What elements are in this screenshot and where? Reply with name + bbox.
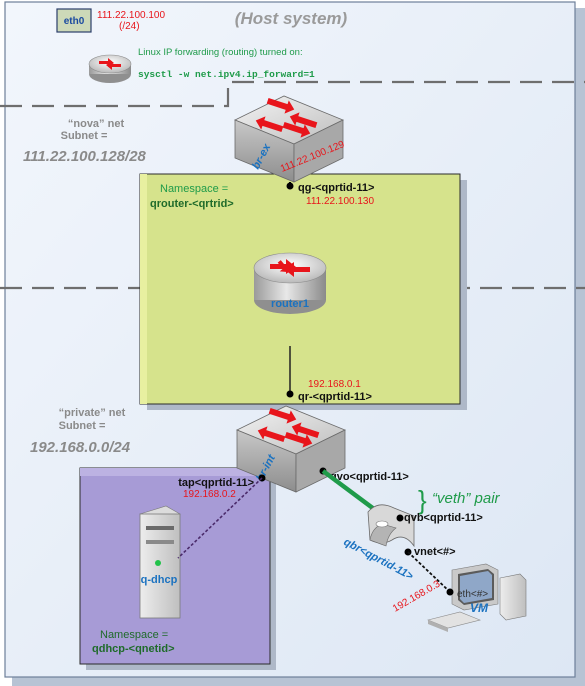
nova-net-name: “nova” net	[68, 118, 125, 130]
private-net-subnet: 192.168.0.0/24	[30, 439, 131, 456]
router1-icon	[253, 252, 327, 314]
forwarding-note: Linux IP forwarding (routing) turned on:	[138, 47, 303, 58]
tap-to-dhcp-link	[177, 477, 263, 559]
eth0-interface: eth0	[56, 8, 92, 33]
nova-net-dashed-line	[0, 80, 585, 108]
veth-pair-link	[321, 469, 380, 514]
qbr-bridge-icon	[367, 504, 415, 548]
qr-ip: 192.168.0.1	[308, 379, 361, 390]
vm-workstation-icon	[427, 563, 527, 632]
vm-label: VM	[470, 601, 489, 615]
qvo-label: qvo<qprtid-11>	[330, 471, 409, 483]
vm-eth-port-dot	[446, 588, 454, 596]
eth0-label: eth0	[64, 16, 85, 27]
qvb-port-dot	[396, 514, 404, 522]
q-dhcp-server-icon	[139, 505, 181, 619]
eth0-ip: 111.22.100.100	[97, 10, 165, 21]
qvb-label: qvb<qprtid-11>	[404, 512, 483, 524]
q-dhcp-label: q-dhcp	[141, 574, 178, 586]
private-net-subnet-label: Subnet =	[59, 420, 106, 432]
qr-label: qr-<qprtid-11>	[298, 391, 372, 403]
veth-label: “veth” pair	[432, 490, 501, 507]
tap-ip: 192.168.0.2	[183, 489, 236, 500]
router1-label: router1	[271, 298, 309, 310]
br-ex-switch	[234, 94, 344, 183]
qr-port-dot	[286, 390, 294, 398]
qg-ip: 111.22.100.130	[306, 196, 374, 207]
vm-eth-label: eth<#>	[457, 589, 488, 600]
vnet-label: vnet<#>	[414, 546, 456, 558]
host-router-icon	[88, 54, 132, 83]
nova-net-subnet-label: Subnet =	[61, 130, 108, 142]
tap-label: tap<qprtid-11>	[178, 477, 254, 489]
host-system-title: (Host system)	[235, 9, 348, 28]
veth-brace: }	[418, 485, 427, 515]
qg-port-dot	[286, 182, 294, 190]
br-int-switch	[236, 404, 346, 493]
forwarding-command: sysctl -w net.ipv4.ip_forward=1	[138, 69, 315, 80]
qrouter-namespace-name: qrouter-<qrtrid>	[150, 198, 234, 210]
eth0-mask: (/24)	[119, 21, 140, 32]
qrouter-namespace-label: Namespace =	[160, 183, 228, 195]
qdhcp-namespace-name: qdhcp-<qnetid>	[92, 643, 175, 655]
qdhcp-namespace-label: Namespace =	[100, 629, 168, 641]
nova-net-subnet: 111.22.100.128/28	[23, 148, 147, 165]
private-net-name: “private” net	[59, 407, 126, 419]
qg-label: qg-<qprtid-11>	[298, 182, 374, 194]
